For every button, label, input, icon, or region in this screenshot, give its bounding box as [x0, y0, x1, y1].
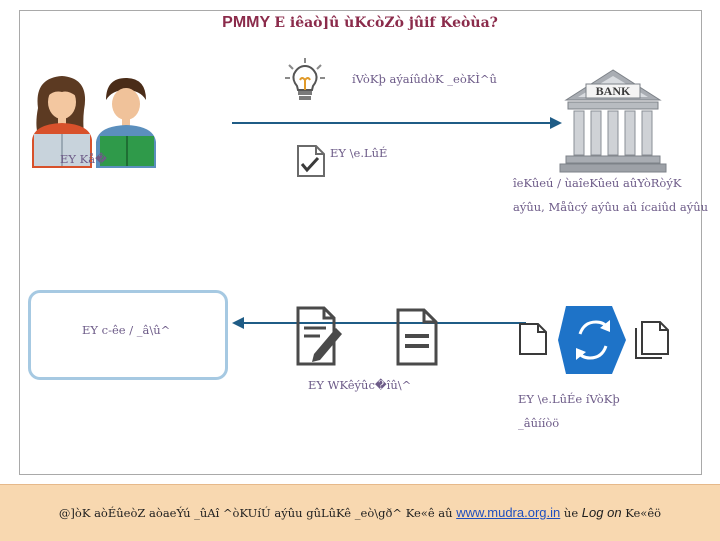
arrow-to-applicant [232, 316, 526, 330]
log-on-text: Log on [582, 505, 622, 520]
title-part1: PMMY [222, 14, 270, 31]
title-part2: E iêaò]û ùKcòZò jûif Keòùa? [274, 15, 498, 31]
applicant-label: EY Kå� [60, 152, 107, 166]
sync-icon [556, 302, 630, 378]
bank-desc-line1: îeKûeú / ùaîeKûeú aûYòRòýK [513, 176, 681, 190]
bank-icon: BANK [558, 66, 668, 174]
idea-label: íVòKþ aýaíûdòK _eòKÌ^û [352, 72, 497, 86]
diagram-title: PMMY E iêaò]û ùKcòZò jûif Keòùa? [0, 14, 720, 32]
mudra-website-link[interactable]: www.mudra.org.in [456, 505, 560, 520]
footer-text: @]òK aòÉûeòZ aòaeÝú _ûAî ^òKUíÚ aýûu gûL… [0, 505, 720, 520]
footer-band: @]òK aòÉûeòZ aòaeÝú _ûAî ^òKUíÚ aýûu gûL… [0, 484, 720, 541]
checked-document-icon [296, 144, 326, 178]
bank-desc-line2: aýûu, Måûcý aýûu aû ícaiûd aýûu [513, 200, 708, 214]
lightbulb-icon [284, 56, 326, 102]
document-icon [396, 308, 438, 366]
page-left-icon [518, 320, 548, 356]
bank-sign-text: BANK [596, 84, 631, 98]
processing-line2: _âûííòö [518, 416, 559, 430]
application-label: EY \e.LûÉ [330, 146, 387, 160]
signing-document-icon [296, 306, 344, 368]
sanction-label: EY c-êe / _â\û^ [82, 323, 170, 337]
processing-line1: EY \e.LûÉe íVòKþ [518, 392, 620, 406]
documents-label: EY WKêýûc�îû\^ [308, 378, 411, 392]
footer-text-after: Ke«êö [625, 506, 661, 520]
footer-text-before: @]òK aòÉûeòZ aòaeÝú _ûAî ^òKUíÚ aýûu gûL… [59, 506, 453, 520]
footer-text-mid: ùe [564, 506, 578, 520]
page-right-icon [634, 320, 670, 360]
arrow-to-bank [232, 116, 562, 130]
